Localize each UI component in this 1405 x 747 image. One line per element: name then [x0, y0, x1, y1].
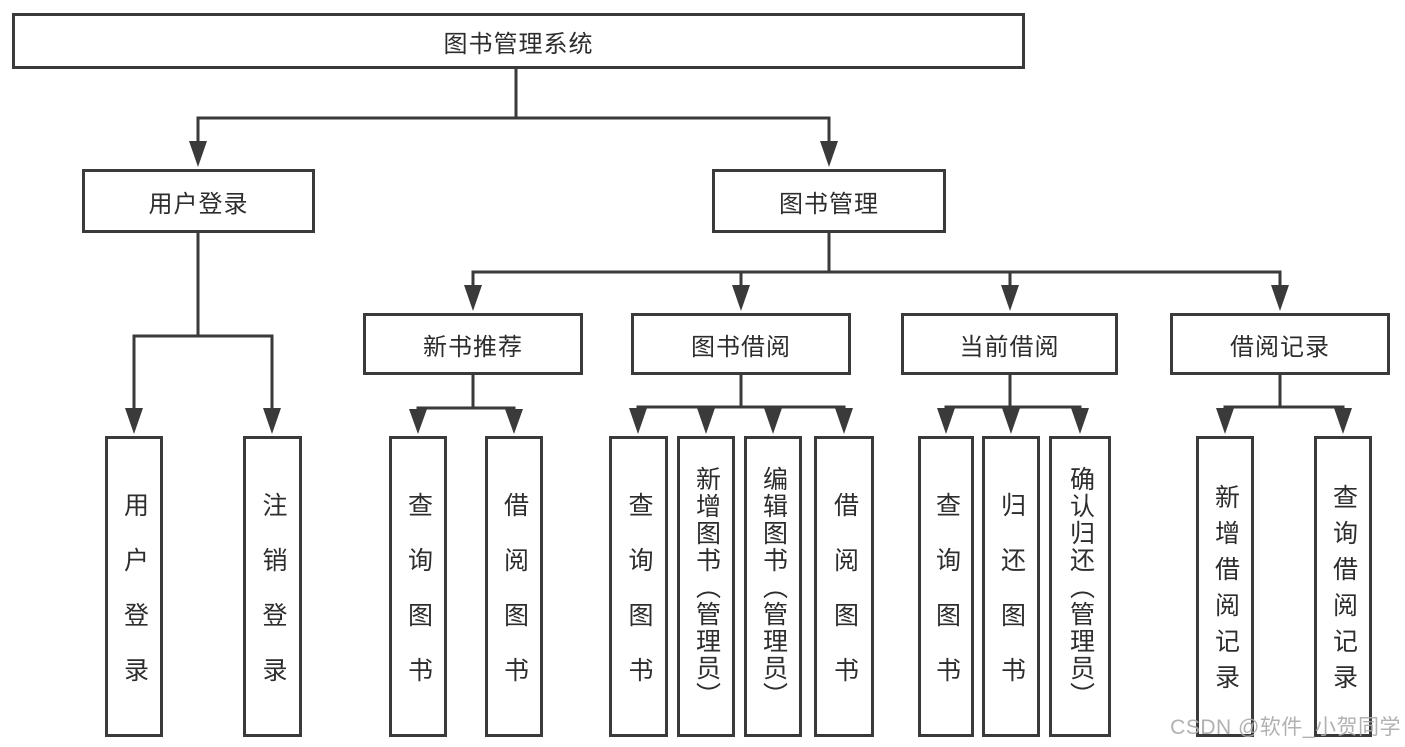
leaf-recommend-borrow-book-label: 借阅图书: [500, 491, 529, 712]
node-current-borrow-label: 当前借阅: [959, 333, 1060, 361]
leaf-return-book: 归还图书: [982, 436, 1040, 737]
leaf-borrow-query-book-label: 查询图书: [625, 491, 653, 712]
leaf-confirm-return-admin-label: 确认归还（管理员）: [1066, 466, 1095, 709]
leaf-add-borrow-record-label: 新增借阅记录: [1211, 484, 1240, 700]
leaf-current-query-book: 查询图书: [918, 436, 974, 737]
node-borrow-record: 借阅记录: [1170, 313, 1390, 375]
leaf-edit-book-admin-label: 编辑图书（管理员）: [759, 466, 788, 709]
leaf-return-book-label: 归还图书: [997, 491, 1026, 712]
node-book-management-label: 图书管理: [779, 190, 879, 218]
leaf-query-borrow-record: 查询借阅记录: [1314, 436, 1372, 737]
csdn-watermark: CSDN @软件_小贺同学: [1170, 716, 1401, 739]
node-system-root: 图书管理系统: [12, 13, 1025, 69]
leaf-add-book-admin: 新增图书（管理员）: [677, 436, 735, 737]
node-user-login-label: 用户登录: [148, 190, 249, 218]
leaf-user-login: 用户登录: [105, 436, 163, 737]
node-borrow-record-label: 借阅记录: [1230, 333, 1330, 361]
node-book-management: 图书管理: [712, 169, 946, 233]
leaf-logout-label: 注销登录: [259, 491, 287, 712]
node-system-root-label: 图书管理系统: [443, 30, 594, 58]
leaf-recommend-query-book: 查询图书: [389, 436, 447, 737]
leaf-add-borrow-record: 新增借阅记录: [1196, 436, 1254, 737]
node-new-book-recommend-label: 新书推荐: [423, 333, 523, 361]
leaf-borrow-query-book: 查询图书: [609, 436, 668, 737]
node-new-book-recommend: 新书推荐: [363, 313, 583, 375]
node-book-borrow-label: 图书借阅: [691, 333, 791, 361]
leaf-confirm-return-admin: 确认归还（管理员）: [1049, 436, 1111, 737]
leaf-recommend-borrow-book: 借阅图书: [485, 436, 543, 737]
leaf-edit-book-admin: 编辑图书（管理员）: [744, 436, 802, 737]
leaf-recommend-query-book-label: 查询图书: [404, 491, 433, 712]
node-user-login: 用户登录: [82, 169, 315, 233]
node-current-borrow: 当前借阅: [901, 313, 1118, 375]
leaf-current-query-book-label: 查询图书: [932, 491, 961, 712]
leaf-borrow-book-label: 借阅图书: [830, 491, 859, 712]
leaf-borrow-book: 借阅图书: [814, 436, 874, 737]
leaf-logout: 注销登录: [243, 436, 302, 737]
leaf-query-borrow-record-label: 查询借阅记录: [1329, 484, 1358, 700]
leaf-user-login-label: 用户登录: [120, 491, 149, 712]
leaf-add-book-admin-label: 新增图书（管理员）: [692, 466, 721, 709]
node-book-borrow: 图书借阅: [631, 313, 851, 375]
